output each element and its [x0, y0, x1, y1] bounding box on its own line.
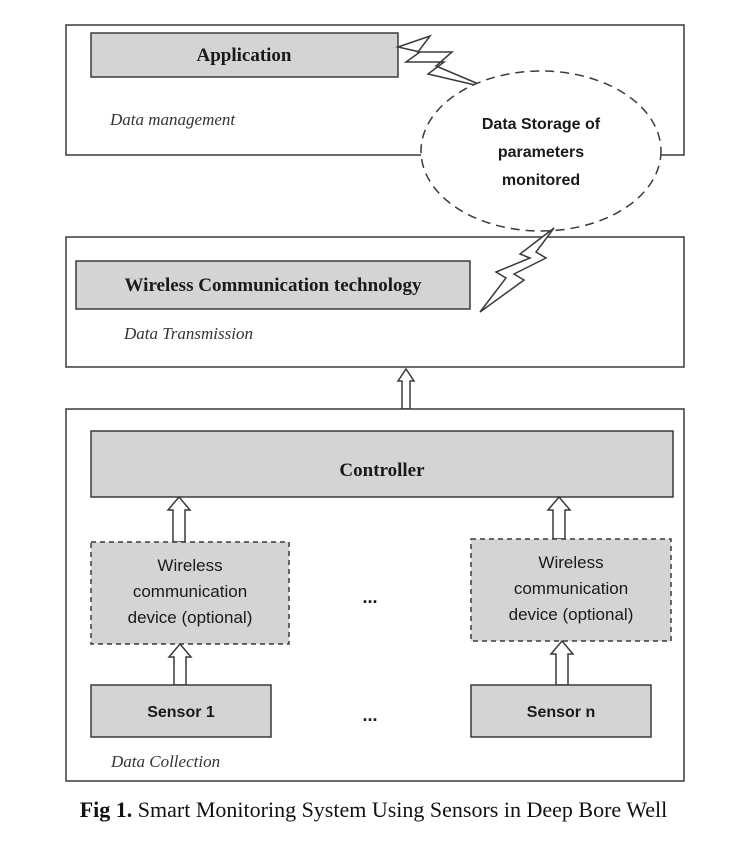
arrow-collection-to-transmission: [396, 367, 416, 410]
wireless-device-right-line-2: communication: [514, 579, 628, 598]
application-label: Application: [196, 45, 291, 66]
arrow-sensor-1-to-device: [167, 642, 193, 686]
sensor-1-label: Sensor 1: [147, 704, 215, 721]
wireless-device-left: [90, 541, 290, 645]
figure-number: Fig 1.: [79, 797, 133, 822]
devices-ellipsis: ...: [362, 587, 377, 607]
data-transmission-label: Data Transmission: [123, 324, 253, 343]
wireless-device-left-line-3: device (optional): [128, 608, 253, 627]
wireless-technology-label: Wireless Communication technology: [125, 275, 422, 296]
data-storage-shape: [420, 70, 662, 232]
wireless-device-right-line-3: device (optional): [509, 605, 634, 624]
sensors-ellipsis: ...: [362, 705, 377, 725]
data-transmission-layer: Wireless Communication technology Data T…: [65, 236, 685, 368]
data-storage-line-1: Data Storage of: [482, 116, 601, 133]
data-storage-line-2: parameters: [498, 144, 584, 161]
wireless-device-left-line-2: communication: [133, 582, 247, 601]
sensor-n-box: [470, 684, 652, 738]
figure-caption: Fig 1. Smart Monitoring System Using Sen…: [0, 797, 747, 823]
wireless-device-right-line-1: Wireless: [538, 553, 603, 572]
data-storage-line-3: monitored: [502, 172, 580, 189]
data-collection-layer: Controller Wireless communication device…: [65, 408, 685, 782]
data-storage-ellipse: Data Storage of parameters monitored: [420, 70, 662, 232]
controller-box: [90, 430, 674, 498]
arrow-device-left-to-controller: [166, 495, 192, 543]
wireless-technology-box: [75, 260, 471, 310]
wireless-device-right: [470, 538, 672, 642]
figure-title: Smart Monitoring System Using Sensors in…: [132, 797, 668, 822]
sensor-n-label: Sensor n: [527, 704, 595, 721]
data-management-label: Data management: [109, 110, 236, 129]
arrow-device-right-to-controller: [546, 495, 572, 540]
sensor-1-box: [90, 684, 272, 738]
wireless-link-bolt-middle: [479, 227, 555, 313]
application-box: [90, 32, 399, 78]
controller-label: Controller: [339, 460, 425, 481]
arrow-sensor-n-to-device: [549, 639, 575, 686]
wireless-device-left-line-1: Wireless: [157, 556, 222, 575]
data-collection-label: Data Collection: [110, 752, 220, 771]
